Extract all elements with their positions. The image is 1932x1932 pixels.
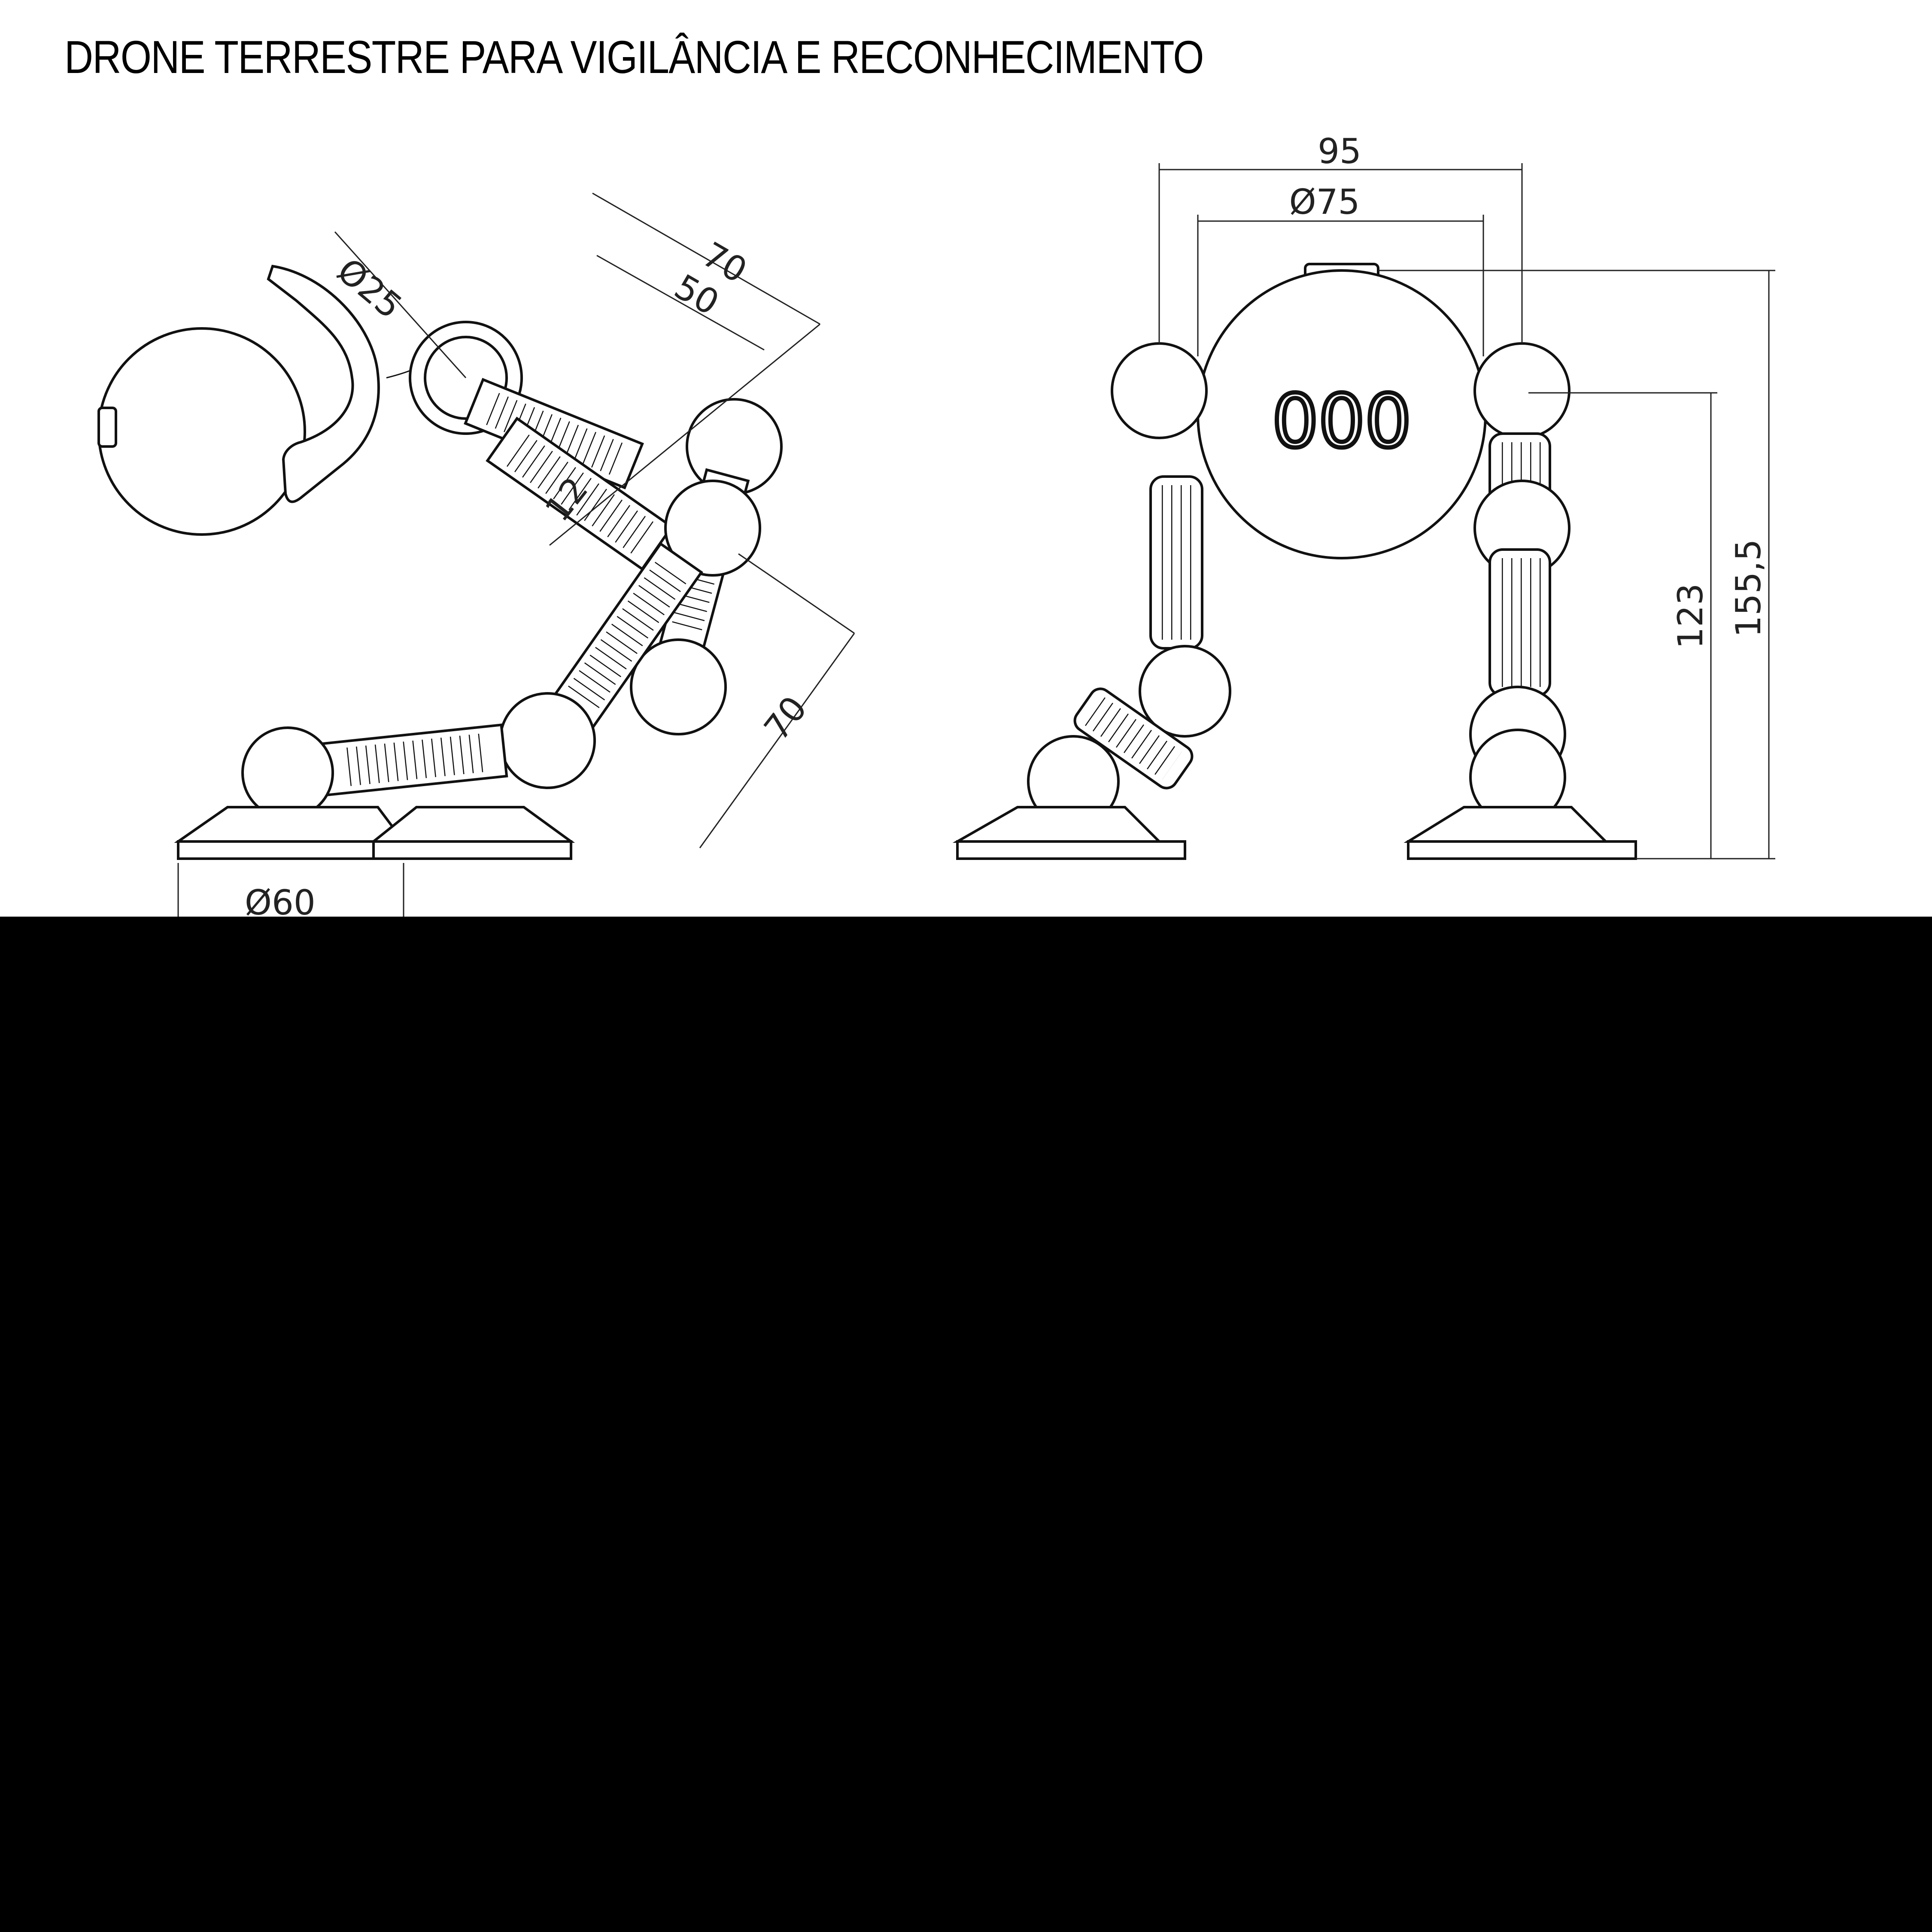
side-knee-sphere-front: [664, 480, 761, 577]
dim-70-right: 70: [756, 689, 815, 747]
side-neck-arm: [267, 264, 380, 503]
dim-line-12: [549, 323, 820, 546]
side-base-pad-front: [370, 806, 575, 843]
dim-d75: Ø75: [1289, 182, 1360, 222]
side-ankle-sphere-back: [630, 638, 727, 735]
side-base-pad-back: [174, 806, 406, 843]
side-view: Ø25 70 50 12 70 Ø60: [97, 192, 855, 917]
side-base-plate-front: [372, 840, 572, 860]
front-left-leg: [952, 475, 1231, 860]
side-ankle-sphere-front: [499, 692, 596, 789]
dim-95: 95: [1318, 131, 1361, 171]
front-shoulder-sphere-left: [1111, 342, 1208, 439]
dim-line-70-top: [592, 192, 820, 325]
dim-155-5: 155,5: [1728, 539, 1768, 637]
side-foot-segment: [320, 723, 508, 796]
drawing-title: DRONE TERRESTRE PARA VIGILÂNCIA E RECONH…: [64, 31, 1204, 83]
side-base-plate-back: [177, 840, 405, 860]
technical-drawing: Ø25 70 50 12 70 Ø60 000: [97, 131, 1775, 917]
side-body-port: [97, 407, 117, 448]
dim-line-50: [596, 255, 765, 351]
side-heel-sphere: [241, 726, 334, 819]
dim-ext-70-right: [738, 553, 855, 634]
side-body-sphere: [97, 327, 306, 536]
front-face-display: 000: [1272, 379, 1411, 464]
dim-line-d25: [334, 231, 467, 379]
side-upper-segment-back: [464, 378, 644, 489]
front-shoulder-sphere-right: [1473, 342, 1571, 439]
front-right-leg: [1403, 432, 1637, 860]
dim-123: 123: [1671, 583, 1710, 649]
dim-line-70-right: [699, 633, 855, 848]
dim-d60: Ø60: [245, 883, 316, 917]
front-view: 000: [952, 131, 1775, 860]
drawing-sheet: DRONE TERRESTRE PARA VIGILÂNCIA E RECONH…: [0, 0, 1932, 917]
bottom-black-band: [0, 917, 1932, 1932]
